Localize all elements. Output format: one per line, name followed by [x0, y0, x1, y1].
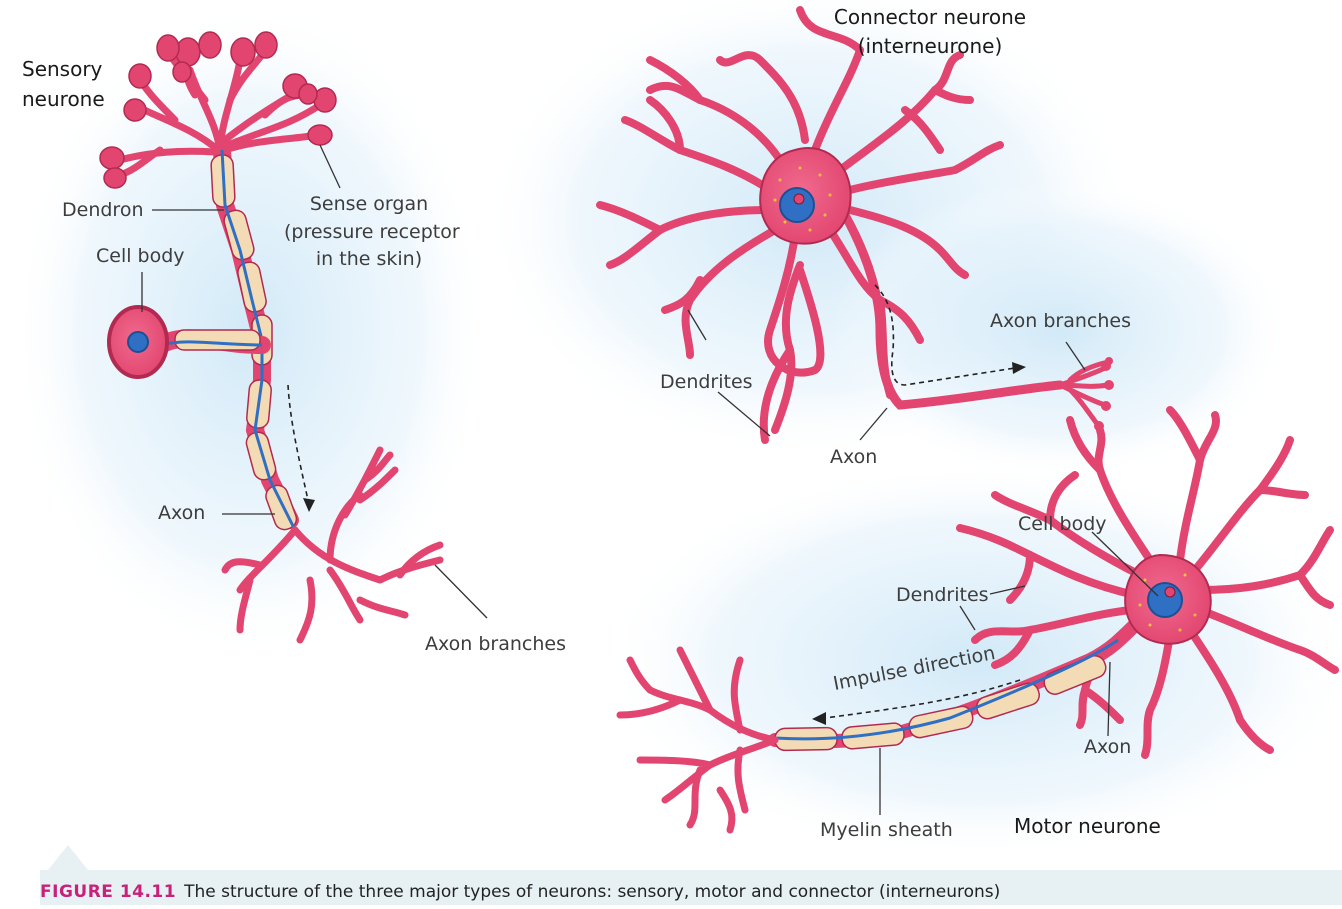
- label-sense-organ-2: (pressure receptor: [284, 221, 460, 243]
- nucleus-icon: [1147, 582, 1183, 618]
- motor-title: Motor neurone: [1014, 814, 1161, 838]
- nucleolus-icon: [793, 193, 805, 205]
- connector-neurone: [596, 6, 1114, 444]
- label-sense-organ-1: Sense organ: [309, 193, 429, 215]
- figure-label: FIGURE 14.11: [40, 882, 177, 902]
- connector-dendrites: [596, 6, 1004, 444]
- connector-title-line2: (interneurone): [857, 34, 1003, 58]
- connector-axon: [840, 210, 1065, 410]
- motor-neurone: [616, 406, 1339, 834]
- caption-bar: [40, 870, 1342, 905]
- sense-organ-bulbs: [99, 31, 337, 189]
- nucleolus-icon: [1164, 586, 1176, 598]
- motor-axon-branches: [616, 646, 779, 834]
- label-connector-axon: Axon: [830, 446, 878, 468]
- sensory-axon-branches: [221, 446, 444, 644]
- label-motor-dendrites: Dendrites: [896, 584, 989, 606]
- label-sensory-axon-branches: Axon branches: [425, 633, 566, 655]
- connector-title-line1: Connector neurone: [833, 5, 1027, 29]
- sensory-leader-lines: [141, 144, 488, 619]
- motor-dendrites: [956, 406, 1339, 759]
- connector-impulse-arrow: [874, 284, 1026, 386]
- label-dendron: Dendron: [62, 199, 144, 221]
- sensory-impulse-arrow: [287, 384, 315, 512]
- nucleus-icon: [779, 187, 815, 223]
- connector-granules: [773, 166, 832, 232]
- sensory-neurone: [99, 31, 444, 644]
- label-myelin-sheath: Myelin sheath: [820, 819, 953, 841]
- label-connector-axon-branches: Axon branches: [990, 310, 1131, 332]
- sensory-title-line1: Sensory: [22, 57, 103, 81]
- caption-text: The structure of the three major types o…: [184, 882, 1001, 902]
- label-connector-dendrites: Dendrites: [660, 371, 753, 393]
- nucleus-icon: [127, 331, 149, 353]
- figure-caption: FIGURE 14.11 The structure of the three m…: [40, 882, 1000, 902]
- motor-granules: [1138, 573, 1197, 632]
- label-motor-cell-body: Cell body: [1018, 513, 1107, 535]
- sensory-title-line2: neurone: [22, 87, 105, 111]
- sensory-cell-body: [107, 305, 271, 379]
- label-sense-organ-3: in the skin): [315, 248, 423, 270]
- motor-leader-lines: [879, 531, 1159, 815]
- caption-notch: [48, 845, 88, 870]
- label-sensory-cell-body: Cell body: [96, 245, 185, 267]
- connector-leader-lines: [687, 309, 1086, 441]
- motor-impulse-arrow: [812, 679, 1021, 725]
- background-halos: [10, 0, 1342, 860]
- label-sensory-axon: Axon: [158, 502, 206, 524]
- label-motor-axon: Axon: [1084, 736, 1132, 758]
